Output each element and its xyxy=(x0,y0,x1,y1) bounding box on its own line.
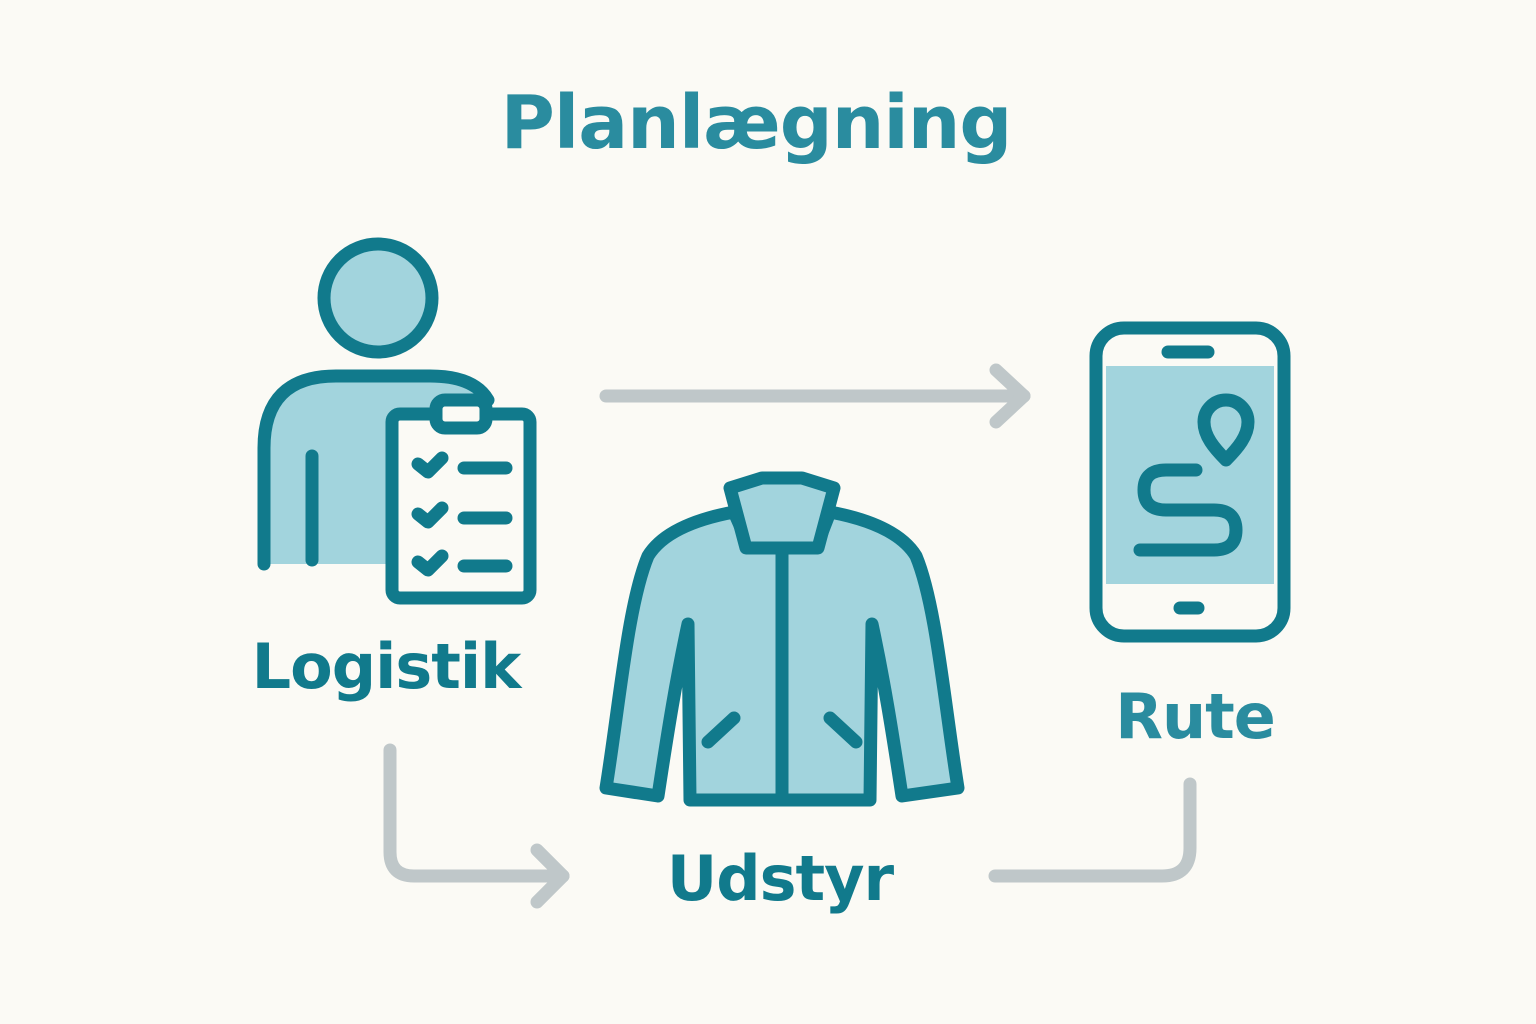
map-pin-icon xyxy=(1197,393,1255,467)
route-path-icon xyxy=(1133,463,1243,557)
arrow-logistik-to-udstyr xyxy=(383,743,570,909)
arrow-logistik-to-rute xyxy=(599,363,1031,429)
checkmark-icon xyxy=(411,451,513,577)
arrows xyxy=(383,363,1197,909)
node-label-rute: Rute xyxy=(1115,680,1276,753)
node-label-udstyr: Udstyr xyxy=(666,842,894,915)
clipboard-icon xyxy=(385,393,537,605)
smartphone-route-icon xyxy=(1089,321,1291,643)
node-label-logistik: Logistik xyxy=(251,630,522,703)
jacket-icon xyxy=(599,471,965,807)
person-with-checklist-icon xyxy=(257,237,537,605)
page-title: Planlægning xyxy=(500,80,1013,166)
connector-udstyr-to-rute xyxy=(988,777,1197,883)
